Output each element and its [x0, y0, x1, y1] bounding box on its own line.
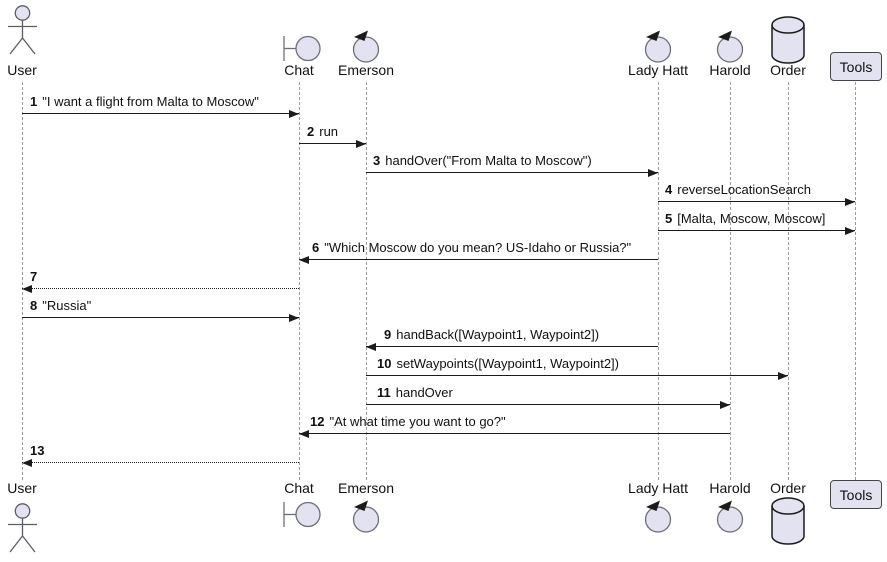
arrowhead-left-icon	[366, 343, 376, 351]
control-icon	[715, 30, 745, 63]
message-number: 13	[30, 443, 45, 458]
control-icon	[351, 30, 381, 63]
control-icon	[643, 500, 673, 533]
participant-label-order-top: Order	[770, 62, 806, 78]
arrowhead-left-icon	[299, 256, 309, 264]
database-icon	[769, 16, 807, 64]
arrowhead-left-icon	[299, 430, 309, 438]
arrowhead-right-icon	[648, 169, 658, 177]
message-label: 4 reverseLocationSearch	[665, 182, 811, 198]
arrowhead-right-icon	[845, 227, 855, 235]
arrowhead-right-icon	[720, 401, 730, 409]
arrowhead-right-icon	[289, 110, 299, 118]
message-label: 9 handBack([Waypoint1, Waypoint2])	[384, 327, 599, 343]
message-label: 1 "I want a flight from Malta to Moscow"	[30, 94, 259, 110]
actor-icon	[3, 4, 42, 60]
message-text: handOver	[395, 385, 453, 400]
participant-label-lady-hatt-top: Lady Hatt	[628, 62, 688, 78]
message-13: 13	[22, 443, 299, 467]
lifeline-lady-hatt	[658, 82, 659, 480]
participant-label-chat-bottom: Chat	[284, 480, 314, 496]
message-number: 12	[310, 414, 325, 429]
lifeline-emerson	[366, 82, 367, 480]
message-text: setWaypoints([Waypoint1, Waypoint2])	[396, 356, 619, 371]
participant-label-lady-hatt-bottom: Lady Hatt	[628, 480, 688, 496]
participant-label-user-top: User	[7, 62, 37, 78]
message-number: 8	[30, 298, 38, 313]
participant-label-harold-bottom: Harold	[709, 480, 751, 496]
control-icon	[715, 500, 745, 533]
message-9: 9 handBack([Waypoint1, Waypoint2])	[366, 327, 658, 351]
message-3: 3 handOver("From Malta to Moscow")	[366, 153, 658, 177]
message-text: run	[319, 124, 339, 139]
message-text: handOver("From Malta to Moscow")	[385, 153, 592, 168]
lifeline-tools	[855, 82, 856, 480]
message-number: 10	[377, 356, 392, 371]
message-text: [Malta, Moscow, Moscow]	[677, 211, 826, 226]
database-icon	[769, 497, 807, 545]
message-label: 8 "Russia"	[30, 298, 91, 314]
message-text: reverseLocationSearch	[677, 182, 811, 197]
message-number: 5	[665, 211, 673, 226]
participant-label-user-bottom: User	[7, 480, 37, 496]
participant-label-harold-top: Harold	[709, 62, 751, 78]
arrowhead-right-icon	[845, 198, 855, 206]
message-label: 11 handOver	[377, 385, 453, 401]
message-text: "At what time you want to go?"	[329, 414, 506, 429]
message-number: 3	[373, 153, 381, 168]
message-11: 11 handOver	[366, 385, 730, 409]
participant-label-chat-top: Chat	[284, 62, 314, 78]
message-label: 12 "At what time you want to go?"	[310, 414, 506, 430]
message-text: "I want a flight from Malta to Moscow"	[42, 94, 259, 109]
message-label: 7	[30, 269, 42, 285]
boundary-icon	[280, 34, 322, 63]
arrowhead-left-icon	[22, 459, 32, 467]
message-label: 6 "Which Moscow do you mean? US-Idaho or …	[312, 240, 631, 256]
participant-box-tools-bottom: Tools	[830, 480, 882, 509]
message-10: 10 setWaypoints([Waypoint1, Waypoint2])	[366, 356, 788, 380]
message-label: 13	[30, 443, 49, 459]
message-5: 5 [Malta, Moscow, Moscow]	[658, 211, 855, 235]
message-label: 10 setWaypoints([Waypoint1, Waypoint2])	[377, 356, 619, 372]
participant-label-tools-top: Tools	[839, 58, 873, 75]
message-number: 1	[30, 94, 38, 109]
participant-label-tools-bottom: Tools	[839, 486, 873, 503]
participant-label-order-bottom: Order	[770, 480, 806, 496]
message-number: 7	[30, 269, 38, 284]
message-8: 8 "Russia"	[22, 298, 299, 322]
message-label: 5 [Malta, Moscow, Moscow]	[665, 211, 825, 227]
message-number: 2	[307, 124, 315, 139]
boundary-icon	[280, 500, 322, 529]
actor-icon	[3, 499, 42, 561]
participant-box-tools-top: Tools	[830, 52, 882, 81]
message-label: 3 handOver("From Malta to Moscow")	[373, 153, 592, 169]
message-7: 7	[22, 269, 299, 293]
arrowhead-left-icon	[22, 285, 32, 293]
message-number: 9	[384, 327, 392, 342]
message-6: 6 "Which Moscow do you mean? US-Idaho or …	[299, 240, 658, 264]
arrowhead-right-icon	[289, 314, 299, 322]
message-12: 12 "At what time you want to go?"	[299, 414, 730, 438]
message-2: 2 run	[299, 124, 366, 148]
message-label: 2 run	[307, 124, 338, 140]
participant-label-emerson-bottom: Emerson	[337, 480, 395, 496]
lifeline-user	[22, 82, 23, 480]
message-1: 1 "I want a flight from Malta to Moscow"	[22, 94, 299, 118]
participant-label-emerson-top: Emerson	[337, 62, 395, 78]
message-number: 4	[665, 182, 673, 197]
message-text: handBack([Waypoint1, Waypoint2])	[396, 327, 600, 342]
lifeline-harold	[730, 82, 731, 480]
message-text: "Russia"	[42, 298, 92, 313]
lifeline-chat	[299, 82, 300, 480]
message-number: 11	[377, 385, 391, 400]
control-icon	[351, 500, 381, 533]
arrowhead-right-icon	[778, 372, 788, 380]
message-number: 6	[312, 240, 320, 255]
message-4: 4 reverseLocationSearch	[658, 182, 855, 206]
arrowhead-right-icon	[356, 140, 366, 148]
lifeline-order	[788, 82, 789, 480]
control-icon	[643, 30, 673, 63]
message-text: "Which Moscow do you mean? US-Idaho or R…	[324, 240, 632, 255]
